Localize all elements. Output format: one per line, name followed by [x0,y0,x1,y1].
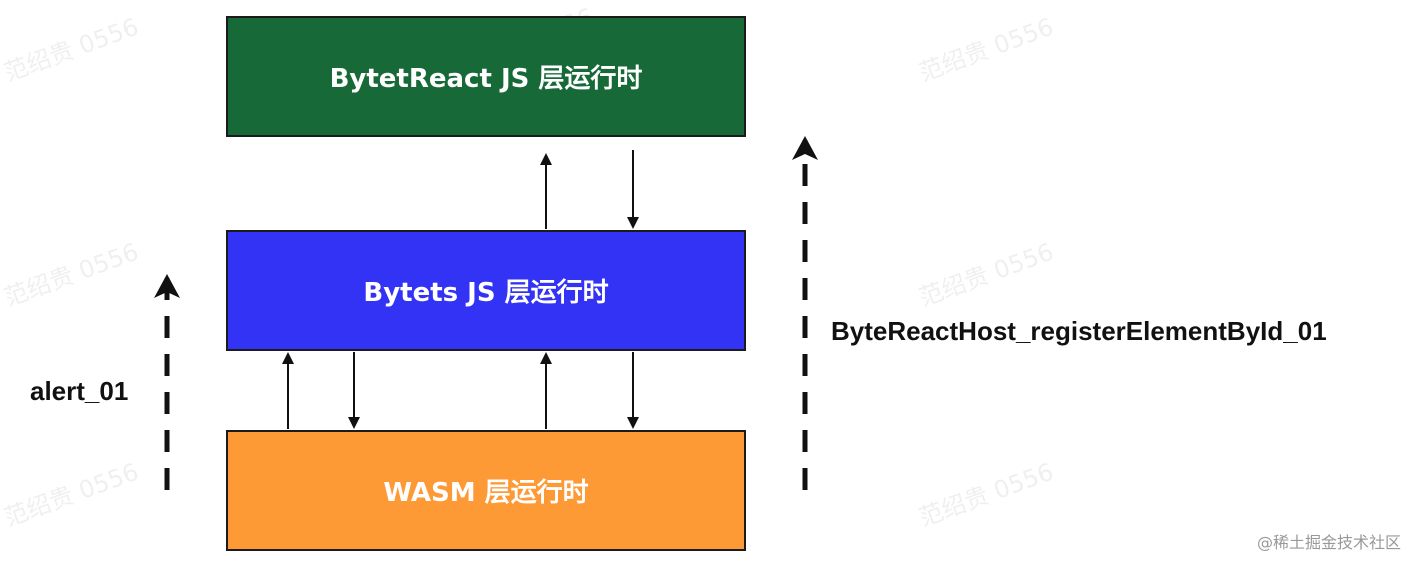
source-credit: @稀土掘金技术社区 [1256,533,1401,552]
bytets-js-layer-label: Bytets JS 层运行时 [363,278,609,308]
wasm-layer-box: WASM 层运行时 [226,430,746,551]
wasm-layer-label: WASM 层运行时 [383,478,589,508]
register-element-label: ByteReactHost_registerElementById_01 [831,316,1327,346]
bytets-js-layer-box: Bytets JS 层运行时 [226,230,746,351]
bytetreact-js-layer-box: BytetReact JS 层运行时 [226,16,746,137]
bytetreact-js-layer-label: BytetReact JS 层运行时 [329,64,643,94]
alert-label: alert_01 [30,376,129,406]
